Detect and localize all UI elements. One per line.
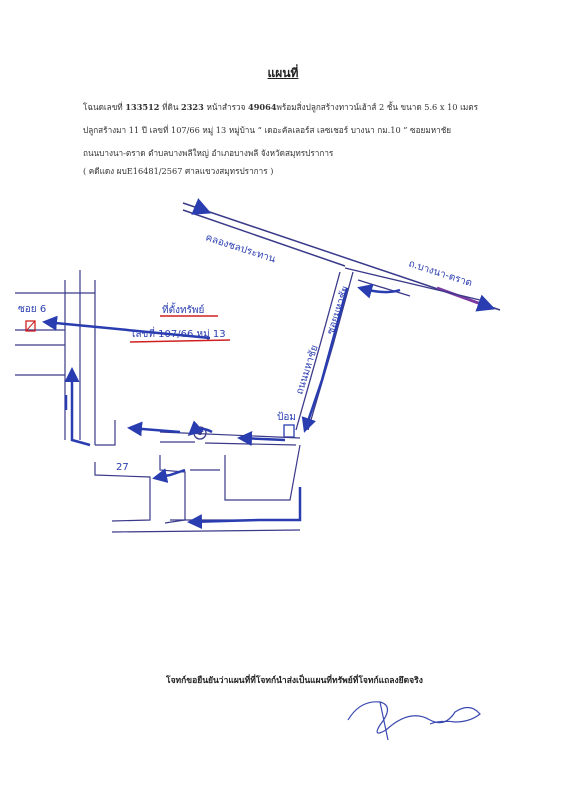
- roundabout-inner: [198, 431, 202, 435]
- deed-label: โฉนดเลขที่: [83, 102, 123, 112]
- route-arrows-lower: [64, 367, 302, 530]
- target-house: [25, 320, 36, 332]
- soi-label: ซอย 6: [18, 304, 46, 315]
- confirmation-statement: โจทก์ขอยืนยันว่าแผนที่ที่โจทก์นำส่งเป็นแ…: [166, 676, 423, 686]
- gate-box: [283, 424, 295, 438]
- target-pointer-arrow: [42, 315, 211, 340]
- building-description: พร้อมสิ่งปลูกสร้างทาวน์เฮ้าส์ 2 ชั้น ขนา…: [276, 102, 479, 112]
- page-title: แผนที่: [267, 66, 299, 80]
- deed-number: 133512: [125, 102, 160, 112]
- main-road: [295, 267, 481, 431]
- land-label: ที่ดิน: [162, 102, 179, 112]
- location-line: ถนนบางนา-ตราด ตำบลบางพลีใหญ่ อำเภอบางพลี…: [83, 148, 334, 158]
- land-number: 2323: [181, 102, 204, 112]
- canal-label: คลองชลประทาน: [204, 232, 277, 265]
- survey-label: หน้าสำรวจ: [206, 102, 246, 112]
- deed-line: โฉนดเลขที่ 133512 ที่ดิน 2323 หน้าสำรวจ …: [83, 101, 478, 114]
- signature: [347, 701, 481, 741]
- route-arrow-top: [357, 284, 401, 299]
- survey-number: 49064: [248, 102, 277, 112]
- target-title: ที่ตั้งทรัพย์: [162, 302, 204, 316]
- lower-streets: [15, 270, 301, 533]
- gate-label: ป้อม: [277, 411, 296, 423]
- target-address: เลขที่ 107/66 หมู่ 13: [132, 326, 226, 340]
- route-arrow-main: [301, 287, 349, 433]
- junction-label: 27: [116, 462, 129, 473]
- address-line: ปลูกสร้างมา 11 ปี เลขที่ 107/66 หมู่ 13 …: [83, 125, 452, 135]
- target-address-underline: [129, 339, 231, 343]
- case-line: ( คดีแดง ผบE16481/2567 ศาลแขวงสมุทรปรากา…: [83, 166, 274, 176]
